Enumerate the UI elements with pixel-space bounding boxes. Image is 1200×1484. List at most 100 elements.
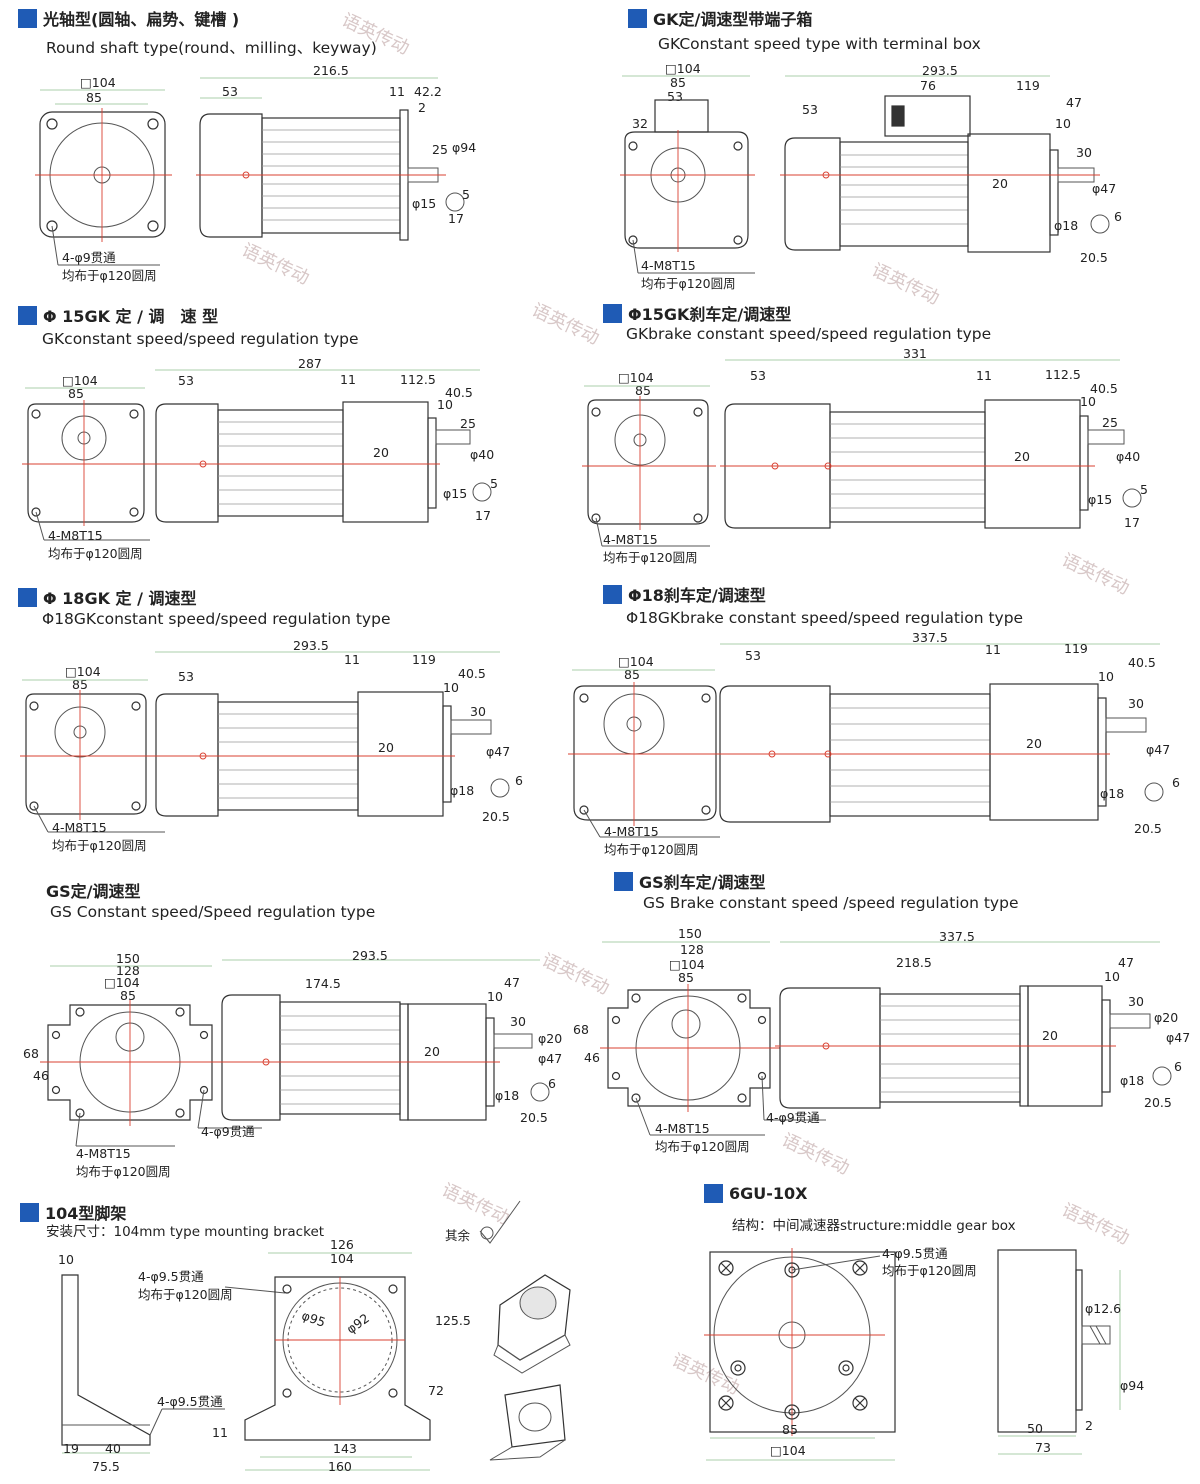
dim-205: 20.5	[520, 1110, 548, 1125]
section-7-drawing: 150 128 □104 85 68 46 4-M8T15 均布于φ120圆周 …	[23, 948, 562, 1179]
note-pcd: 均布于φ120圆周	[62, 268, 157, 283]
dim-square: □104	[665, 61, 701, 76]
dim-total: 293.5	[293, 638, 329, 653]
dim-85: 85	[86, 90, 102, 105]
dim-85: 85	[782, 1422, 798, 1437]
note-holes: 4-M8T15	[603, 532, 658, 547]
dim-10: 10	[487, 989, 503, 1004]
section-2-title: GK定/调速型带端子箱	[628, 6, 812, 30]
dim-phi47: φ47	[1092, 181, 1116, 196]
dim-205: 20.5	[1134, 821, 1162, 836]
dim-phi47: φ47	[538, 1051, 562, 1066]
dim-30: 30	[470, 704, 486, 719]
dim-160: 160	[328, 1459, 352, 1474]
dim-755: 75.5	[92, 1459, 120, 1474]
dim-square: □104	[65, 664, 101, 679]
note-thru: 4-φ9贯通	[201, 1124, 255, 1139]
dim-square: □104	[104, 975, 140, 990]
dim-17: 17	[475, 508, 491, 523]
dim-total: 331	[903, 346, 927, 361]
dim-phi126: φ12.6	[1085, 1301, 1121, 1316]
section-3-subtitle: GKconstant speed/speed regulation type	[42, 330, 359, 348]
dim-20: 20	[992, 176, 1008, 191]
note-pcd: 均布于φ120圆周	[882, 1263, 977, 1278]
dim-phi47: φ47	[486, 744, 510, 759]
note-holes: 4-M8T15	[655, 1121, 710, 1136]
dim-phi20: φ20	[1154, 1010, 1178, 1025]
section-2-drawing: □104 85 53 32 4-M8T15 均布于φ120圆周 293.5 76…	[620, 61, 1122, 291]
section-8-title: GS刹车定/调速型	[614, 869, 766, 893]
dim-85: 85	[624, 667, 640, 682]
surface-finish-icon	[479, 1200, 521, 1244]
section-marker-icon	[18, 8, 37, 28]
dim-85: 85	[678, 970, 694, 985]
section-6-drawing: □104 85 4-M8T15 均布于φ120圆周 337.5 53 11 11…	[568, 630, 1180, 857]
bracket-iso-view-1	[493, 1274, 571, 1374]
section-8-subtitle: GS Brake constant speed /speed regulatio…	[643, 894, 1019, 912]
dim-2: 2	[1085, 1418, 1093, 1433]
corner-hole-icon	[718, 1260, 868, 1411]
section-9-subtitle: 安装尺寸：104mm type mounting bracket	[46, 1224, 325, 1240]
dim-square: □104	[80, 75, 116, 90]
note-pcd: 均布于φ120圆周	[138, 1287, 233, 1302]
dim-phi18: φ18	[1054, 218, 1078, 233]
section-marker-icon	[628, 8, 647, 28]
dim-11: 11	[985, 642, 1001, 657]
note-holes: 4-M8T15	[641, 258, 696, 273]
dim-85: 85	[670, 75, 686, 90]
dim-11: 11	[389, 84, 405, 99]
dim-phi92: φ92	[344, 1310, 372, 1336]
dim-10: 10	[58, 1252, 74, 1267]
dim-405: 40.5	[458, 666, 486, 681]
dim-205: 20.5	[1144, 1095, 1172, 1110]
dim-6: 6	[548, 1076, 556, 1091]
dim-6: 6	[515, 773, 523, 788]
dim-10: 10	[1098, 669, 1114, 684]
dim-25: 25	[460, 416, 476, 431]
dim-5: 5	[462, 187, 470, 202]
dim-2: 2	[418, 100, 426, 115]
dim-40: 40	[105, 1441, 121, 1456]
dim-47: 47	[504, 975, 520, 990]
dim-square: □104	[62, 373, 98, 388]
note-holes: 4-M8T15	[48, 528, 103, 543]
section-10-title: 6GU-10X	[704, 1184, 808, 1203]
section-2-subtitle: GKConstant speed type with terminal box	[658, 35, 981, 53]
dim-1745: 174.5	[305, 976, 341, 991]
note-pcd: 均布于φ120圆周	[48, 546, 143, 561]
dim-total: 287	[298, 356, 322, 371]
dim-32: 32	[632, 116, 648, 131]
dim-119: 119	[1064, 641, 1088, 656]
section-10-drawing: 4-φ9.5贯通 均布于φ120圆周 85 □104 φ12.6 φ94 50 …	[704, 1246, 1144, 1461]
dim-68: 68	[573, 1022, 589, 1037]
dim-phi40: φ40	[1116, 449, 1140, 464]
dim-5: 5	[1140, 482, 1148, 497]
dim-phi18: φ18	[450, 783, 474, 798]
dim-85: 85	[68, 386, 84, 401]
section-marker-icon	[704, 1184, 723, 1203]
section-7-subtitle: GS Constant speed/Speed regulation type	[50, 903, 376, 921]
dim-53: 53	[745, 648, 761, 663]
dim-20: 20	[1042, 1028, 1058, 1043]
dim-53a: 53	[667, 89, 683, 104]
note-pcd: 均布于φ120圆周	[52, 838, 147, 853]
dim-53: 53	[178, 373, 194, 388]
dim-405: 40.5	[1128, 655, 1156, 670]
dim-phi18: φ18	[495, 1088, 519, 1103]
section-marker-icon	[18, 587, 37, 607]
dim-6: 6	[1114, 209, 1122, 224]
dim-6: 6	[1174, 1059, 1182, 1074]
dim-20: 20	[373, 445, 389, 460]
gear-hole-icon	[730, 1262, 854, 1420]
dim-10: 10	[443, 680, 459, 695]
note-holes: 4-φ9.5贯通	[882, 1246, 948, 1261]
section-5-subtitle: Φ18GKconstant speed/speed regulation typ…	[42, 610, 391, 628]
section-3-title: Φ 15GK 定 / 调 速 型	[18, 303, 218, 327]
section-1-title: 光轴型(圆轴、扁势、键槽 )	[18, 6, 239, 30]
dim-405: 40.5	[445, 385, 473, 400]
dim-205: 20.5	[482, 809, 510, 824]
note-holes: 4-φ9.5贯通	[138, 1269, 204, 1284]
dim-53: 53	[802, 102, 818, 117]
dim-11: 11	[340, 372, 356, 387]
section-marker-icon	[20, 1202, 39, 1222]
